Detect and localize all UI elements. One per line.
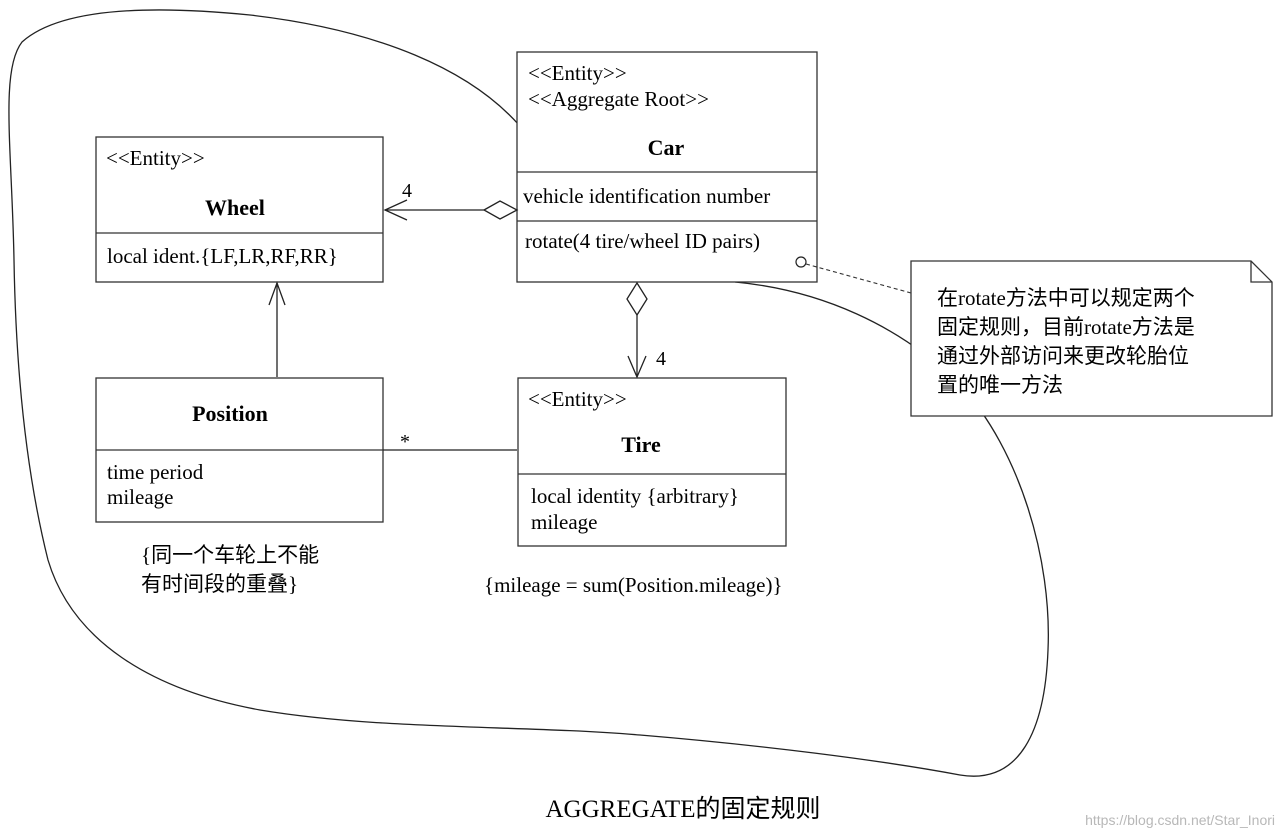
caption-suffix: 的固定规则 bbox=[695, 795, 820, 823]
tire-class-name: Tire bbox=[621, 432, 661, 457]
open-arrowhead bbox=[383, 199, 408, 221]
tire-constraint: {mileage = sum(Position.mileage)} bbox=[484, 573, 783, 597]
diagram-caption: AGGREGATE的固定规则 bbox=[545, 795, 820, 823]
position-tire-association[interactable]: * bbox=[383, 431, 517, 453]
note-line-1: 在rotate方法中可以规定两个 bbox=[937, 286, 1195, 310]
position-tire-multiplicity: * bbox=[400, 431, 410, 453]
watermark: https://blog.csdn.net/Star_Inori bbox=[1085, 812, 1275, 828]
car-wheel-aggregation[interactable]: 4 bbox=[383, 180, 519, 221]
car-class[interactable]: <<Entity>> <<Aggregate Root>> Car vehicl… bbox=[516, 51, 818, 283]
caption-main: AGGREGATE bbox=[545, 796, 695, 823]
car-wheel-multiplicity: 4 bbox=[402, 180, 412, 202]
position-class[interactable]: Position time period mileage bbox=[95, 377, 384, 523]
car-tire-multiplicity: 4 bbox=[656, 348, 666, 370]
position-class-name: Position bbox=[192, 401, 268, 426]
car-stereotype-aggregate-root: <<Aggregate Root>> bbox=[528, 87, 709, 111]
aggregate-boundary bbox=[8, 9, 1049, 777]
tire-stereotype-entity: <<Entity>> bbox=[528, 387, 627, 411]
car-stereotype-entity: <<Entity>> bbox=[528, 61, 627, 85]
aggregation-diamond bbox=[626, 281, 648, 317]
aggregation-diamond bbox=[482, 200, 519, 220]
position-attribute-mileage: mileage bbox=[107, 485, 173, 509]
note-anchor bbox=[795, 256, 912, 294]
wheel-class[interactable]: <<Entity>> Wheel local ident.{LF,LR,RF,R… bbox=[95, 136, 384, 283]
note-line-3: 通过外部访问来更改轮胎位 bbox=[937, 344, 1189, 368]
position-wheel-association[interactable] bbox=[268, 281, 286, 377]
note-line-4: 置的唯一方法 bbox=[937, 373, 1063, 397]
position-constraint-line-2: 有时间段的重叠} bbox=[141, 572, 298, 596]
car-attribute: vehicle identification number bbox=[523, 184, 770, 208]
wheel-attribute: local ident.{LF,LR,RF,RR} bbox=[107, 244, 338, 268]
car-operation: rotate(4 tire/wheel ID pairs) bbox=[525, 229, 760, 253]
open-arrowhead bbox=[268, 281, 286, 306]
tire-attribute-mileage: mileage bbox=[531, 510, 597, 534]
open-arrowhead bbox=[627, 355, 647, 379]
rotate-note[interactable]: 在rotate方法中可以规定两个 固定规则，目前rotate方法是 通过外部访问… bbox=[910, 260, 1273, 417]
position-attribute-time-period: time period bbox=[107, 460, 204, 484]
wheel-stereotype-entity: <<Entity>> bbox=[106, 146, 205, 170]
car-class-name: Car bbox=[648, 135, 685, 160]
car-tire-aggregation[interactable]: 4 bbox=[626, 281, 666, 379]
wheel-class-name: Wheel bbox=[205, 195, 265, 220]
note-line-2: 固定规则，目前rotate方法是 bbox=[937, 315, 1195, 339]
tire-class[interactable]: <<Entity>> Tire local identity {arbitrar… bbox=[517, 377, 787, 547]
position-constraint-line-1: {同一个车轮上不能 bbox=[141, 543, 319, 567]
tire-attribute-local-identity: local identity {arbitrary} bbox=[531, 484, 739, 508]
